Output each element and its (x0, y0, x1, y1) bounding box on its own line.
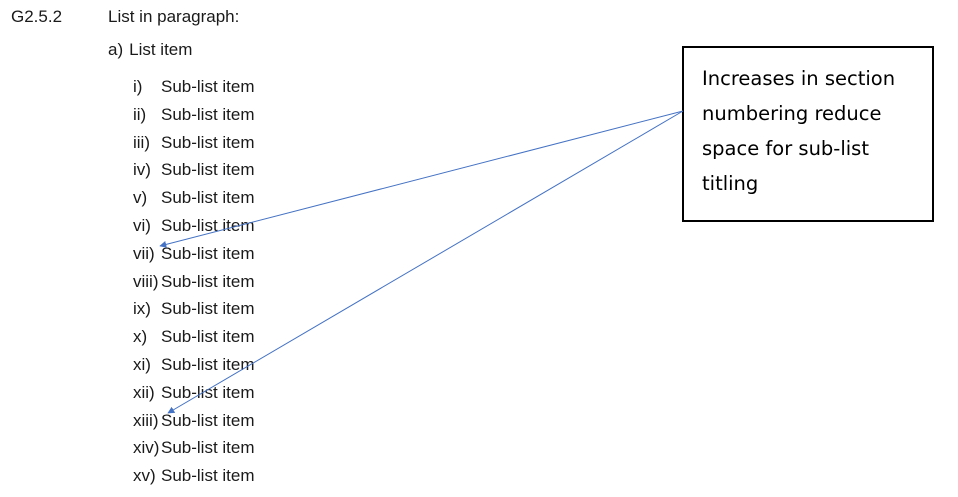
sub-list-item: ii) Sub-list item (133, 104, 255, 132)
sub-list-number: x) (133, 327, 148, 347)
sub-list-number: viii) (133, 271, 159, 291)
sub-list: i) Sub-list item ii) Sub-list item iii) Sub-l… (133, 76, 255, 493)
sub-list-text: Sub-list item (161, 299, 255, 319)
section-number: G2.5.2 (11, 7, 63, 26)
sub-list-item: iii) Sub-list item (133, 132, 255, 160)
sub-list-text: Sub-list item (161, 354, 255, 374)
callout-text: Increases in section numbering reduce sp… (702, 67, 896, 195)
sub-list-number: vii) (133, 243, 155, 263)
callout-box: Increases in section numbering reduce sp… (682, 46, 934, 222)
sub-list-text: Sub-list item (161, 466, 255, 486)
sub-list-item: viii)Sub-list item (133, 271, 255, 299)
sub-list-number: iii) (133, 132, 150, 152)
sub-list-text: Sub-list item (161, 188, 255, 208)
sub-list-item: vii) Sub-list item (133, 243, 255, 271)
sub-list-number: xii) (133, 382, 155, 402)
sub-list-text: Sub-list item (161, 243, 255, 263)
sub-list-item: xii) Sub-list item (133, 382, 255, 410)
sub-list-text: Sub-list item (161, 382, 255, 402)
sub-list-text: Sub-list item (161, 271, 255, 291)
sub-list-text: Sub-list item (161, 438, 255, 458)
section-title: List in paragraph: (108, 7, 240, 26)
list-item-marker: a) (108, 40, 124, 59)
sub-list-item: v) Sub-list item (133, 187, 255, 215)
sub-list-item: xi) Sub-list item (133, 354, 255, 382)
sub-list-number: ix) (133, 299, 151, 319)
sub-list-number: xiv) (133, 438, 160, 458)
sub-list-item: i) Sub-list item (133, 76, 255, 104)
sub-list-number: xiii) (133, 410, 159, 430)
sub-list-number: iv) (133, 160, 151, 180)
sub-list-item: x) Sub-list item (133, 326, 255, 354)
sub-list-item: ix) Sub-list item (133, 298, 255, 326)
sub-list-text: Sub-list item (161, 327, 255, 347)
sub-list-number: vi) (133, 215, 151, 235)
sub-list-text: Sub-list item (161, 160, 255, 180)
sub-list-text: Sub-list item (161, 132, 255, 152)
sub-list-item: vi) Sub-list item (133, 215, 255, 243)
sub-list-number: i) (133, 77, 143, 96)
sub-list-item: xiv)Sub-list item (133, 437, 255, 465)
sub-list-number: xi) (133, 354, 151, 374)
sub-list-text: Sub-list item (161, 410, 255, 430)
sub-list-text: Sub-list item (161, 215, 255, 235)
sub-list-text: Sub-list item (161, 77, 255, 96)
list-item: a) List item (108, 39, 192, 61)
sub-list-number: v) (133, 188, 148, 208)
sub-list-item: iv) Sub-list item (133, 159, 255, 187)
sub-list-number: ii) (133, 104, 147, 124)
sub-list-text: Sub-list item (161, 104, 255, 124)
list-item-text: List item (129, 40, 193, 59)
sub-list-number: xv) (133, 466, 156, 486)
sub-list-item: xv)Sub-list item (133, 465, 255, 493)
sub-list-item: xiii)Sub-list item (133, 410, 255, 438)
